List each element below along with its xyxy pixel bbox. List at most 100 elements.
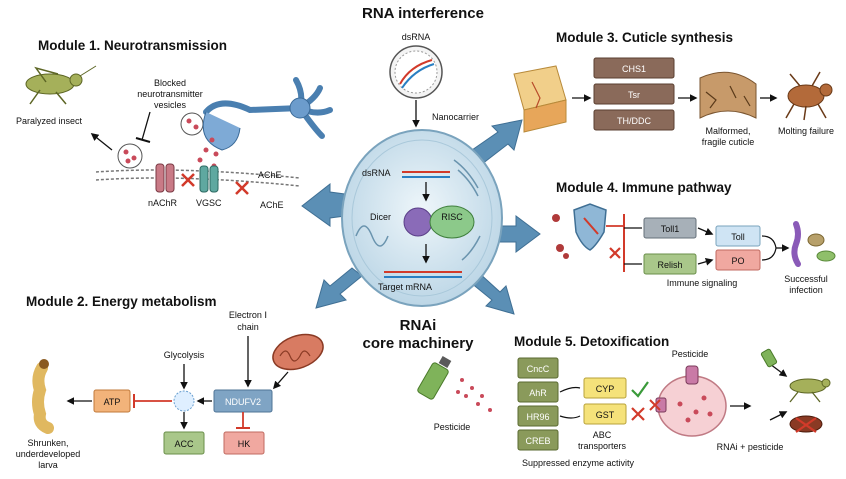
vgsc-channel: [199, 165, 219, 193]
grasshopper-alive-icon: [789, 378, 831, 403]
abc-label-line1: ABC: [593, 430, 612, 440]
module5-title: Module 5. Detoxification: [514, 334, 669, 349]
cyp-label: CYP: [596, 384, 615, 394]
suppressed-label: Suppressed enzyme activity: [522, 458, 635, 468]
glucose-cloud: [173, 390, 195, 412]
risc-complex: [429, 205, 475, 239]
toll1-box: [643, 217, 697, 239]
cuticle-block-icon: [513, 65, 567, 133]
shrunken-label-line1: Shrunken,: [27, 438, 68, 448]
hk-box: [223, 431, 265, 455]
abc-label-line2: transporters: [578, 441, 627, 451]
atp-label: ATP: [104, 397, 121, 407]
arrow-to-module3: [471, 119, 523, 165]
relish-box: [643, 253, 697, 275]
dsrna-top-label: dsRNA: [402, 32, 431, 42]
electron-label-line2: chain: [237, 322, 259, 332]
dead-insect-icon: [789, 415, 823, 433]
dsrna-cell-strands: [402, 171, 450, 178]
grasshopper-icon: [25, 65, 97, 105]
target-mrna-label: Target mRNA: [378, 282, 432, 292]
vesicles: [117, 112, 204, 169]
ndufv2-label: NDUFV2: [225, 397, 261, 407]
check-icon: [631, 381, 649, 398]
rnai-pesticide-label: RNAi + pesticide: [717, 442, 784, 452]
successful-label-line1: Successful: [784, 274, 828, 284]
blocked-label-line1: Blocked: [154, 78, 186, 88]
arrow-to-module2: [315, 267, 363, 309]
dicer-label: Dicer: [370, 212, 391, 222]
nachr-channel: [155, 163, 175, 193]
gene-cncc: CncC: [527, 364, 550, 374]
toll-box: [715, 225, 761, 247]
neuron-icon: [202, 77, 333, 151]
blocked-label-line2: neurotransmitter: [137, 89, 203, 99]
nanocarrier-label: Nanocarrier: [432, 112, 479, 122]
blocked-label-line3: vesicles: [154, 100, 187, 110]
electron-label-line1: Electron Ⅰ: [229, 310, 267, 320]
gene-chs1: CHS1: [622, 64, 646, 74]
malformed-label-line2: fragile cuticle: [702, 137, 755, 147]
pathogen-dots: [552, 214, 569, 259]
pesticide-cell-label: Pesticide: [672, 349, 709, 359]
vgsc-label: VGSC: [196, 198, 222, 208]
core-title-line2: core machinery: [363, 335, 475, 352]
acc-box: [163, 431, 205, 455]
toll-label: Toll: [731, 232, 745, 242]
acc-label: ACC: [174, 439, 194, 449]
immune-signaling-label: Immune signaling: [667, 278, 738, 288]
atp-box: [93, 389, 131, 413]
cyp-box: [583, 377, 627, 399]
gst-box: [583, 403, 627, 425]
shrunken-label-line2: underdeveloped: [16, 449, 81, 459]
po-label: PO: [731, 256, 744, 266]
block-x-marks: [181, 173, 249, 195]
dsrna-cell-label: dsRNA: [362, 168, 391, 178]
mitochondrion-icon: [272, 333, 324, 371]
gst-label: GST: [596, 410, 615, 420]
toll1-label: Toll1: [661, 224, 680, 234]
spray-bottle-icon: [417, 356, 452, 400]
paralyzed-label: Paralyzed insect: [16, 116, 83, 126]
hk-label: HK: [238, 439, 251, 449]
malformed-cuticle-icon: [699, 71, 757, 119]
gene-ahr: AhR: [529, 388, 547, 398]
glycolysis-label: Glycolysis: [164, 350, 205, 360]
ache-label-2: AChE: [260, 200, 284, 210]
gene-tsr: Tsr: [628, 90, 640, 100]
pathogen-icon: [791, 221, 836, 267]
larva-icon: [32, 359, 54, 434]
gene-hr96: HR96: [526, 412, 549, 422]
pesticide-spray-label: Pesticide: [434, 422, 471, 432]
cuticle-genes: [593, 57, 675, 131]
shield-icon: [573, 203, 607, 251]
ache-label-1: AChE: [258, 170, 282, 180]
postsynaptic-membrane: [95, 169, 301, 187]
molting-insect-icon: [785, 71, 833, 121]
successful-label-line2: infection: [789, 285, 823, 295]
module4-title: Module 4. Immune pathway: [556, 180, 732, 195]
core-title-line1: RNAi: [400, 317, 437, 334]
gene-creb: CREB: [525, 436, 550, 446]
gene-th-ddc: TH/DDC: [617, 116, 651, 126]
po-box: [715, 249, 761, 271]
module3-title: Module 3. Cuticle synthesis: [556, 30, 733, 45]
detox-genes: [517, 357, 559, 451]
spray-small-icon: [760, 348, 778, 368]
module2-title: Module 2. Energy metabolism: [26, 294, 217, 309]
molting-label: Molting failure: [778, 126, 834, 136]
module1-title: Module 1. Neurotransmission: [38, 38, 227, 53]
nanocarrier: [389, 45, 443, 99]
dicer-enzyme: [403, 207, 433, 237]
malformed-label-line1: Malformed,: [705, 126, 750, 136]
relish-label: Relish: [657, 260, 682, 270]
risc-label: RISC: [441, 212, 463, 222]
cross-icon: [631, 407, 645, 421]
spray-droplets: [456, 378, 492, 412]
shrunken-label-line3: larva: [38, 460, 58, 470]
block-x-immune: [609, 247, 621, 259]
target-cell-icon: [649, 365, 727, 437]
diagram-title: RNA interference: [362, 5, 484, 22]
nachr-label: nAChR: [148, 198, 178, 208]
target-mrna-strand: [384, 271, 462, 278]
